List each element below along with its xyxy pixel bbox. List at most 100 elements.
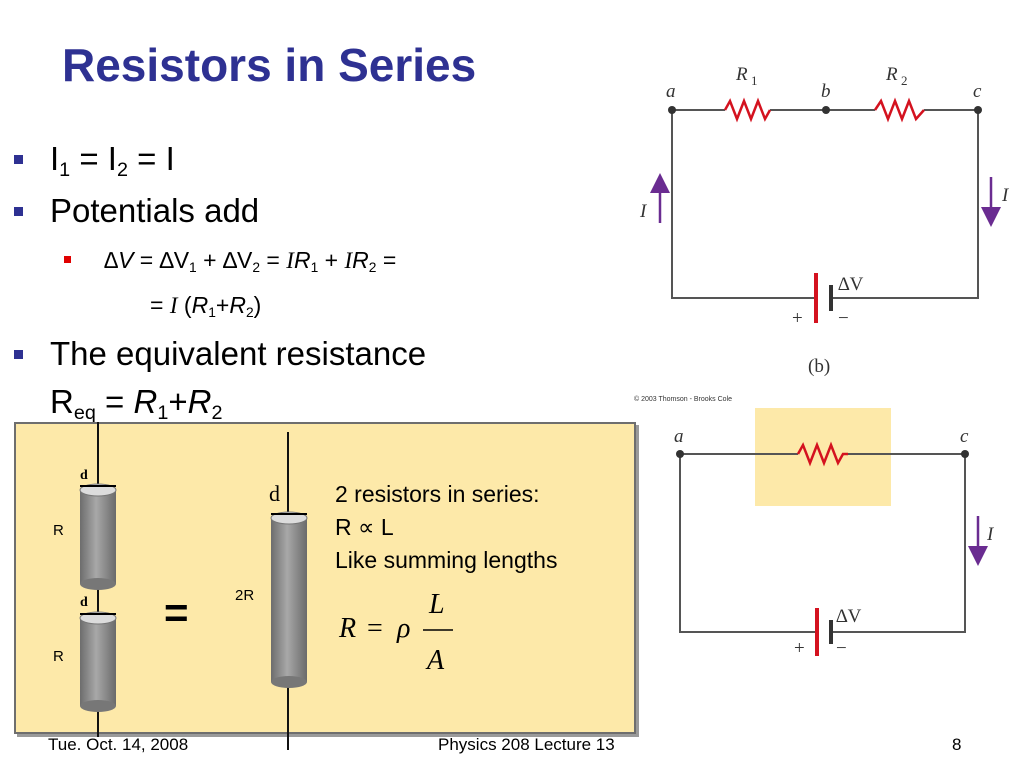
r-text: R: [50, 383, 74, 420]
copyright-credit: © 2003 Thomson - Brooks Cole: [634, 396, 733, 403]
node-c-label: c: [973, 81, 982, 102]
node-b-label: b: [821, 81, 831, 102]
equivalent-resistor: [796, 441, 848, 467]
current-symbol: I: [169, 293, 178, 318]
current-symbol: I: [344, 248, 353, 273]
resistor-length-panel: [14, 422, 636, 734]
cylinder-bottom-cap: [271, 676, 307, 688]
r1-label: R: [735, 64, 748, 85]
node-c-dot: [974, 106, 982, 114]
plus-label: +: [794, 638, 805, 659]
text-i2: = I: [70, 140, 117, 177]
eq-text: = ∆V: [133, 247, 190, 273]
sub: 1: [208, 305, 216, 321]
delta-v-label: ∆V: [838, 274, 864, 295]
eq-text: =: [376, 247, 397, 273]
sub: 2: [245, 305, 254, 321]
bullet-current-equal: I1 = I2 = I: [50, 142, 175, 181]
resistor-r-label: R: [53, 522, 64, 539]
panel-text-line: Like summing lengths: [335, 547, 558, 573]
bullet-equivalent-resistance: The equivalent resistance: [50, 335, 427, 372]
bullet-potentials-add: Potentials add: [50, 192, 260, 229]
node-a-label: a: [674, 426, 684, 447]
delta-v-label: ∆V: [836, 606, 862, 627]
current-label-right: I: [1001, 185, 1010, 206]
resistor-cylinder-bottom: [80, 618, 116, 706]
bullet-marker: [14, 207, 23, 216]
req-equation: Req = R1+R2: [50, 385, 222, 424]
plus-text: +: [215, 292, 230, 318]
sub: 1: [157, 401, 169, 424]
eq-text: =: [95, 383, 134, 420]
formula-rho: ρ: [396, 613, 410, 644]
sub: 1: [189, 260, 197, 276]
bullet-marker: [14, 155, 23, 164]
sub: 2: [211, 401, 223, 424]
cylinder-bottom-cap: [80, 578, 116, 590]
plus-label: +: [792, 308, 803, 329]
plus-text: + ∆V: [196, 247, 253, 273]
diameter-label: d: [80, 468, 88, 483]
text-i3: = I: [127, 140, 175, 177]
equals-sign: =: [164, 589, 189, 636]
node-b-dot: [822, 106, 830, 114]
resistor-cylinder-top: [80, 490, 116, 584]
r-symbol: R: [229, 292, 246, 318]
r2-label: R: [885, 64, 898, 85]
r-symbol: R: [293, 247, 311, 273]
delta-v: ∆V: [104, 247, 134, 273]
resistor-r-label: R: [53, 648, 64, 665]
formula-lhs: R: [338, 613, 356, 644]
cylinder-resistors-illustration: d d d R R 2R =: [53, 422, 308, 750]
series-circuit-diagram: a b c R 1 R 2 I I ∆V + −: [639, 64, 1010, 329]
resistor-cylinder-long: [271, 518, 307, 682]
footer-page-number: 8: [952, 735, 962, 754]
minus-label: −: [836, 638, 847, 659]
sub: 2: [252, 260, 261, 276]
node-a-label: a: [666, 81, 676, 102]
node-c-dot: [961, 450, 969, 458]
formula-numerator: L: [428, 589, 445, 620]
minus-label: −: [838, 308, 849, 329]
panel-text-line: 2 resistors in series:: [335, 481, 540, 507]
equivalent-circuit-diagram: a c I ∆V + −: [674, 408, 995, 659]
plus-text: +: [168, 383, 188, 420]
diameter-label: d: [80, 595, 88, 610]
plus-text: +: [318, 247, 345, 273]
footer-lecture: Physics 208 Lecture 13: [438, 735, 615, 754]
diameter-label: d: [269, 481, 280, 506]
resistor-r1: [723, 97, 772, 123]
text-i: I: [50, 140, 60, 177]
r-symbol: R: [133, 383, 158, 420]
current-label: I: [986, 524, 995, 545]
panel-text: 2 resistors in series: R ∝ L Like summin…: [335, 478, 557, 577]
sub: 1: [310, 260, 319, 276]
paren: ): [253, 292, 262, 318]
node-a-dot: [676, 450, 684, 458]
slide-title: Resistors in Series: [62, 39, 477, 91]
resistance-formula: R = ρ L A: [338, 589, 453, 676]
sub-1: 1: [59, 158, 71, 181]
sub-2: 2: [116, 158, 128, 181]
formula-eq: =: [367, 613, 383, 644]
subbullet-line1: ∆V = ∆V1 + ∆V2 = IR1 + IR2 =: [104, 249, 396, 275]
sub: eq: [73, 401, 96, 424]
paren: (: [177, 292, 192, 318]
cylinder-bottom-cap: [80, 700, 116, 712]
current-label-left: I: [639, 201, 648, 222]
resistor-r2: [873, 97, 925, 123]
formula-denominator: A: [425, 645, 445, 676]
subbullet-line2: = I (R1+R2): [150, 294, 261, 320]
r-symbol: R: [191, 292, 209, 318]
current-symbol: I: [286, 248, 294, 273]
bullet-marker: [14, 350, 23, 359]
resistor-2r-label: 2R: [235, 587, 254, 604]
node-c-label: c: [960, 426, 969, 447]
node-a-dot: [668, 106, 676, 114]
eq-text: =: [150, 292, 170, 318]
r1-subscript: 1: [751, 73, 758, 88]
r-symbol: R: [352, 247, 369, 273]
panel-text-line: R ∝ L: [335, 514, 394, 540]
sub: 2: [368, 260, 377, 276]
r2-subscript: 2: [901, 73, 908, 88]
